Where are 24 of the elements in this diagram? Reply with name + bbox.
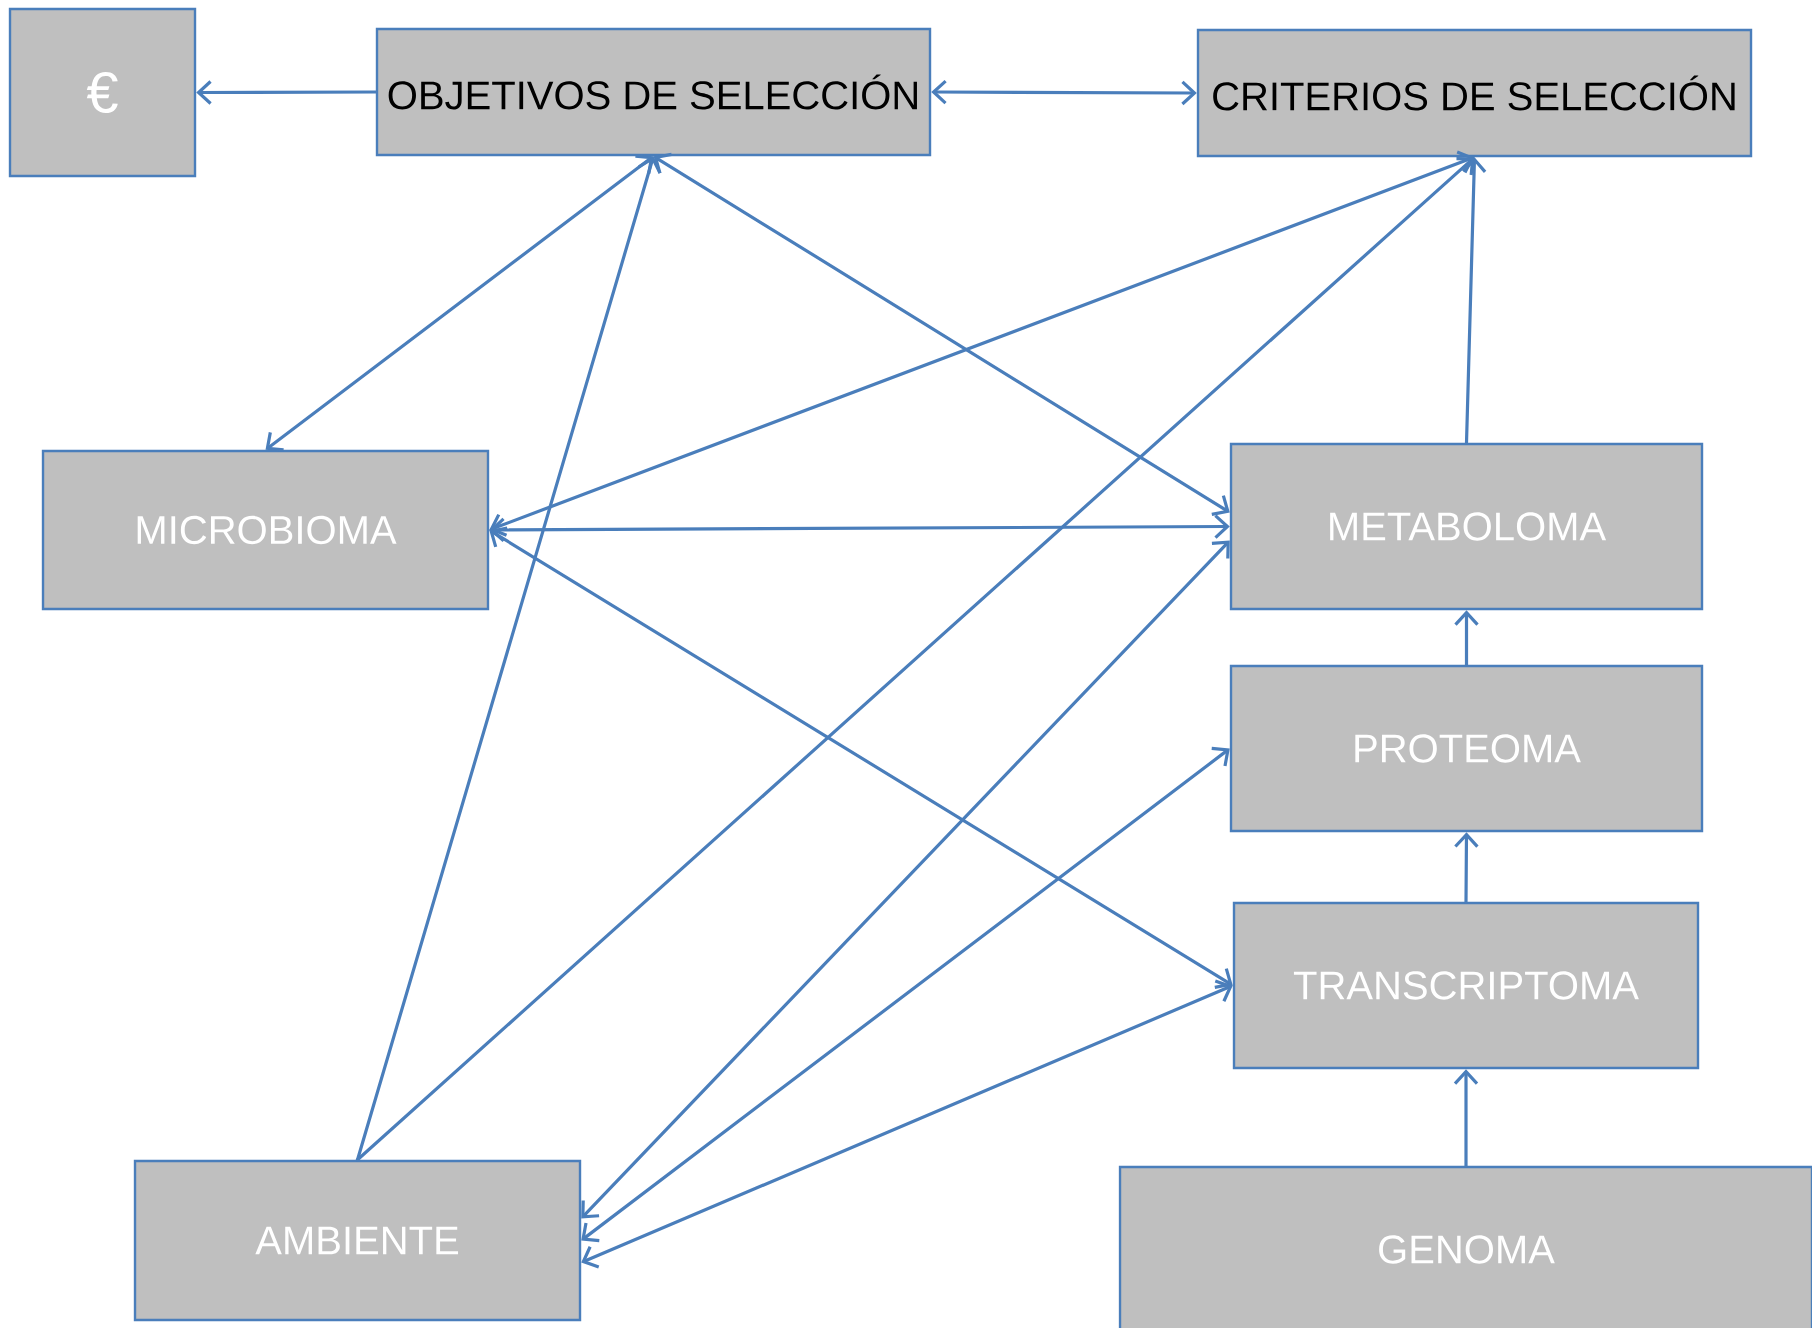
arrow bbox=[1454, 610, 1479, 667]
arrow bbox=[265, 154, 654, 452]
arrow bbox=[581, 540, 1230, 1219]
box: PROTEOMA bbox=[1229, 664, 1704, 833]
box: TRANSCRIPTOMA bbox=[1232, 901, 1700, 1070]
box: € bbox=[8, 7, 197, 178]
arrow bbox=[489, 150, 1475, 537]
arrow bbox=[489, 514, 1230, 543]
arrow bbox=[355, 157, 1475, 1162]
box: METABOLOMA bbox=[1229, 442, 1704, 611]
arrow bbox=[1453, 1069, 1479, 1168]
arrow bbox=[196, 80, 378, 105]
box: AMBIENTE bbox=[133, 1159, 582, 1322]
arrow bbox=[653, 152, 1230, 516]
box: MICROBIOMA bbox=[41, 449, 490, 611]
box: GENOMA bbox=[1118, 1165, 1812, 1328]
box: CRITERIOS DE SELECCIÓN bbox=[1196, 28, 1753, 158]
arrow bbox=[931, 79, 1197, 106]
arrow bbox=[581, 979, 1233, 1269]
arrow bbox=[581, 746, 1230, 1243]
arrow bbox=[1454, 832, 1479, 904]
box: OBJETIVOS DE SELECCIÓN bbox=[375, 27, 932, 157]
arrow bbox=[1461, 157, 1487, 445]
arrow bbox=[489, 526, 1233, 989]
